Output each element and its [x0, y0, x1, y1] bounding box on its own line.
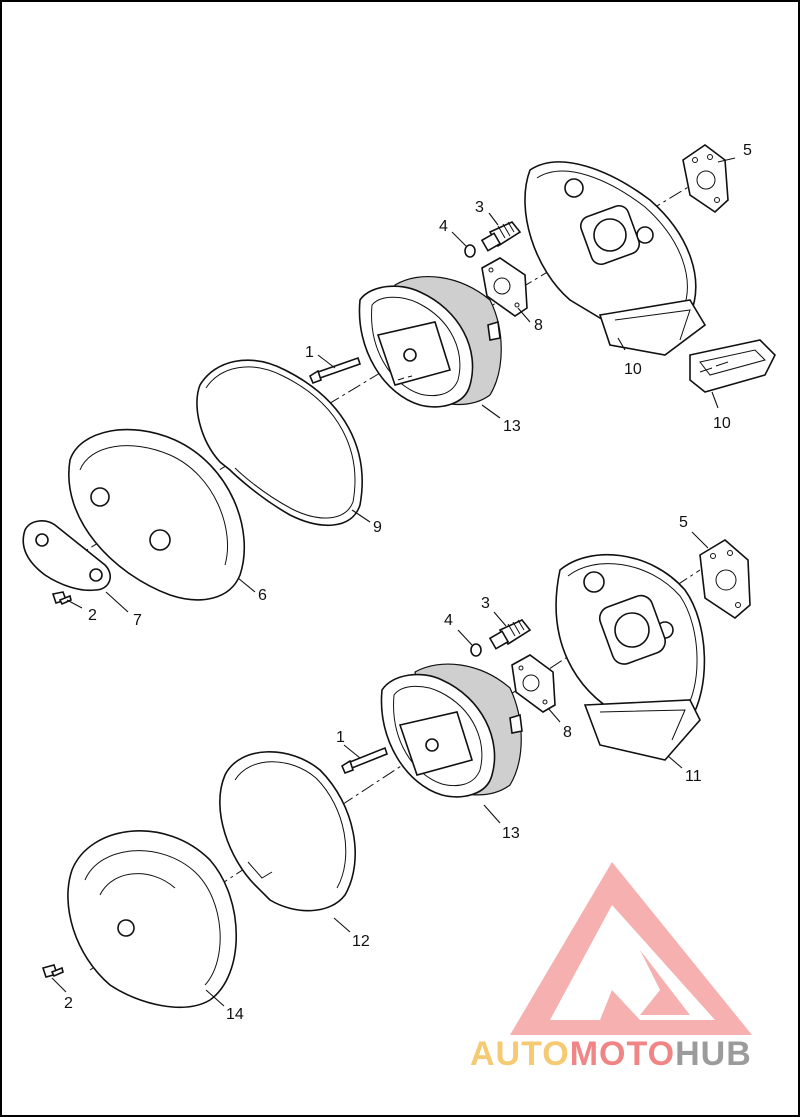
callout-lower-3: 3	[481, 595, 490, 612]
lower-backplate	[555, 553, 706, 761]
callout-lower-4: 4	[444, 612, 453, 629]
callout-upper-2: 2	[88, 607, 97, 624]
callout-upper-10-b: 10	[713, 415, 731, 432]
callout-lower-11: 11	[685, 768, 702, 785]
lower-filter-element	[380, 663, 523, 798]
upper-breather-tube	[689, 339, 776, 393]
callout-upper-13: 13	[503, 418, 521, 435]
lower-screw	[340, 746, 388, 775]
watermark-logo: AUTOMOTOHUB	[470, 862, 752, 1073]
leader-lines	[51, 157, 736, 1007]
upper-breather-bolt	[480, 221, 522, 252]
upper-backplate	[524, 161, 707, 356]
callout-lower-2: 2	[64, 995, 73, 1012]
lower-gasket-8	[511, 654, 556, 713]
callout-upper-3: 3	[475, 199, 484, 216]
upper-filter-element	[358, 275, 502, 408]
callout-upper-1: 1	[305, 344, 314, 361]
callout-upper-7: 7	[133, 612, 142, 629]
lower-cover-screw	[41, 964, 64, 978]
lower-breather-bolt	[488, 619, 532, 650]
lower-assembly	[41, 539, 751, 1008]
lower-o-ring	[470, 643, 482, 657]
upper-seal	[196, 359, 363, 526]
callout-lower-12: 12	[352, 933, 370, 950]
callout-upper-10-a: 10	[624, 361, 642, 378]
callouts-lower: 5 3 4 8 1 11 13 12 14 2	[64, 514, 702, 1023]
watermark-text: AUTOMOTOHUB	[470, 1035, 752, 1073]
callout-upper-6: 6	[258, 587, 267, 604]
watermark-text-moto: MOTO	[570, 1035, 675, 1073]
callout-upper-8: 8	[534, 317, 543, 334]
upper-assembly	[22, 144, 776, 606]
callout-lower-5: 5	[679, 514, 688, 531]
callout-upper-4: 4	[439, 218, 448, 235]
upper-cover-screw	[51, 591, 72, 606]
watermark-text-hub: HUB	[675, 1035, 752, 1073]
lower-cover	[67, 830, 238, 1008]
callout-lower-13: 13	[502, 825, 520, 842]
upper-o-ring	[464, 244, 476, 258]
callout-lower-8: 8	[563, 724, 572, 741]
callout-upper-5: 5	[743, 142, 752, 159]
upper-gasket-5	[682, 144, 729, 214]
watermark-triangle-mark	[510, 862, 752, 1035]
upper-cover	[68, 428, 246, 601]
callouts-upper: 5 3 4 8 1 10 10 13 9 6 2 7	[88, 142, 752, 629]
upper-trim-plate	[22, 520, 111, 592]
callout-lower-1: 1	[336, 729, 345, 746]
watermark-inner-mark	[640, 950, 690, 1015]
upper-gasket-8	[481, 257, 528, 317]
callout-upper-9: 9	[373, 519, 382, 536]
upper-screw	[308, 356, 362, 385]
callout-lower-14: 14	[226, 1006, 244, 1023]
watermark-text-auto: AUTO	[470, 1035, 570, 1073]
lower-ring	[219, 751, 356, 912]
lower-gasket-5	[699, 539, 751, 620]
